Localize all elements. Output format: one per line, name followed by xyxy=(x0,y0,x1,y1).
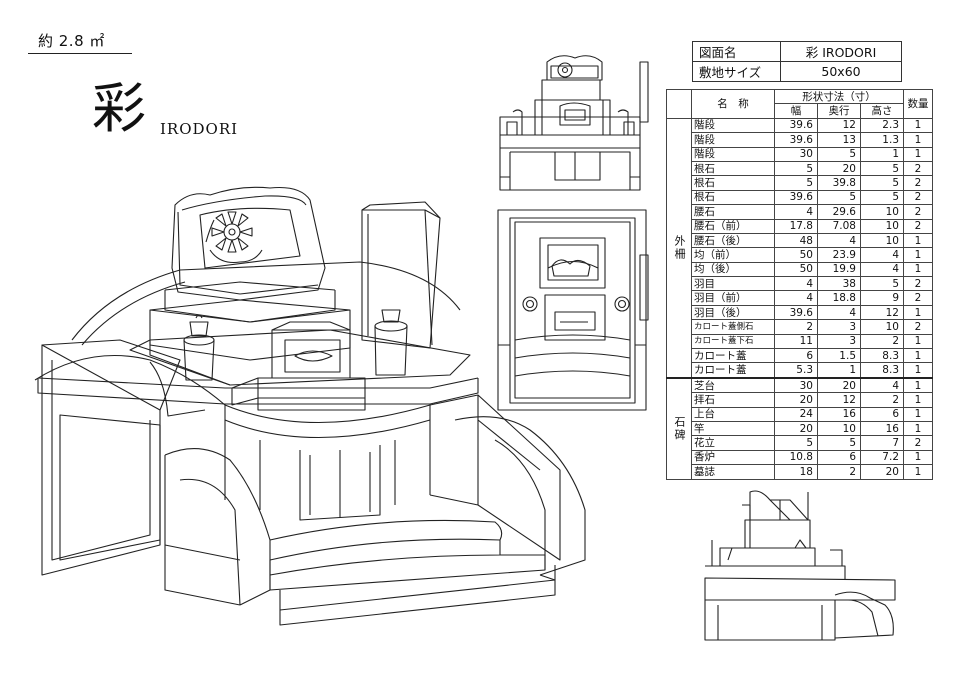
site-size-row: 敷地サイズ 50x60 xyxy=(692,61,902,82)
product-name-roman: IRODORI xyxy=(160,120,239,138)
spec-width: 48 xyxy=(774,232,818,249)
spec-height: 12 xyxy=(860,304,904,321)
drawing-info-table: 図面名 彩 IRODORI 敷地サイズ 50x60 xyxy=(692,41,902,82)
spec-part-name: 羽目（前） xyxy=(691,290,775,306)
spec-part-name: 墓誌 xyxy=(691,464,775,480)
area-underline xyxy=(28,53,132,54)
drawing-name-row: 図面名 彩 IRODORI xyxy=(692,41,902,62)
side-elevation-view xyxy=(704,490,896,641)
spec-part-name: 香炉 xyxy=(691,449,775,466)
drawing-name-label: 図面名 xyxy=(692,41,781,62)
spec-group-label: 外柵 xyxy=(666,117,692,379)
spec-header-row-2: 幅 奥行 高さ xyxy=(667,103,933,119)
spec-depth: 1.5 xyxy=(817,348,861,364)
perspective-view xyxy=(34,186,586,626)
spec-width: 20 xyxy=(774,392,818,408)
spec-part-name: カロート蓋 xyxy=(691,348,775,364)
flower-carving xyxy=(205,211,263,264)
product-name-kanji: 彩 xyxy=(92,77,146,140)
spec-part-name: 羽目（後） xyxy=(691,304,775,321)
spec-height: 8.3 xyxy=(860,348,904,364)
qty-header: 数量 xyxy=(903,89,933,119)
height-header: 高さ xyxy=(860,103,904,119)
plan-view xyxy=(497,209,649,411)
dimensions-header: 形状寸法（寸） xyxy=(774,88,904,105)
area-label: 約 2.8 ㎡ xyxy=(38,32,105,50)
spec-qty: 1 xyxy=(903,464,933,480)
spec-width: 6 xyxy=(774,348,818,364)
drawing-name-value: 彩 IRODORI xyxy=(780,41,902,62)
spec-qty: 1 xyxy=(903,348,933,364)
spec-qty: 2 xyxy=(903,276,933,292)
spec-group-label: 石碑 xyxy=(666,376,692,480)
spec-part-name: 階段 xyxy=(691,132,775,148)
front-elevation-view xyxy=(499,55,649,191)
site-size-value: 50x60 xyxy=(780,61,902,82)
spec-height: 10 xyxy=(860,232,904,249)
spec-width: 39.6 xyxy=(774,117,818,134)
